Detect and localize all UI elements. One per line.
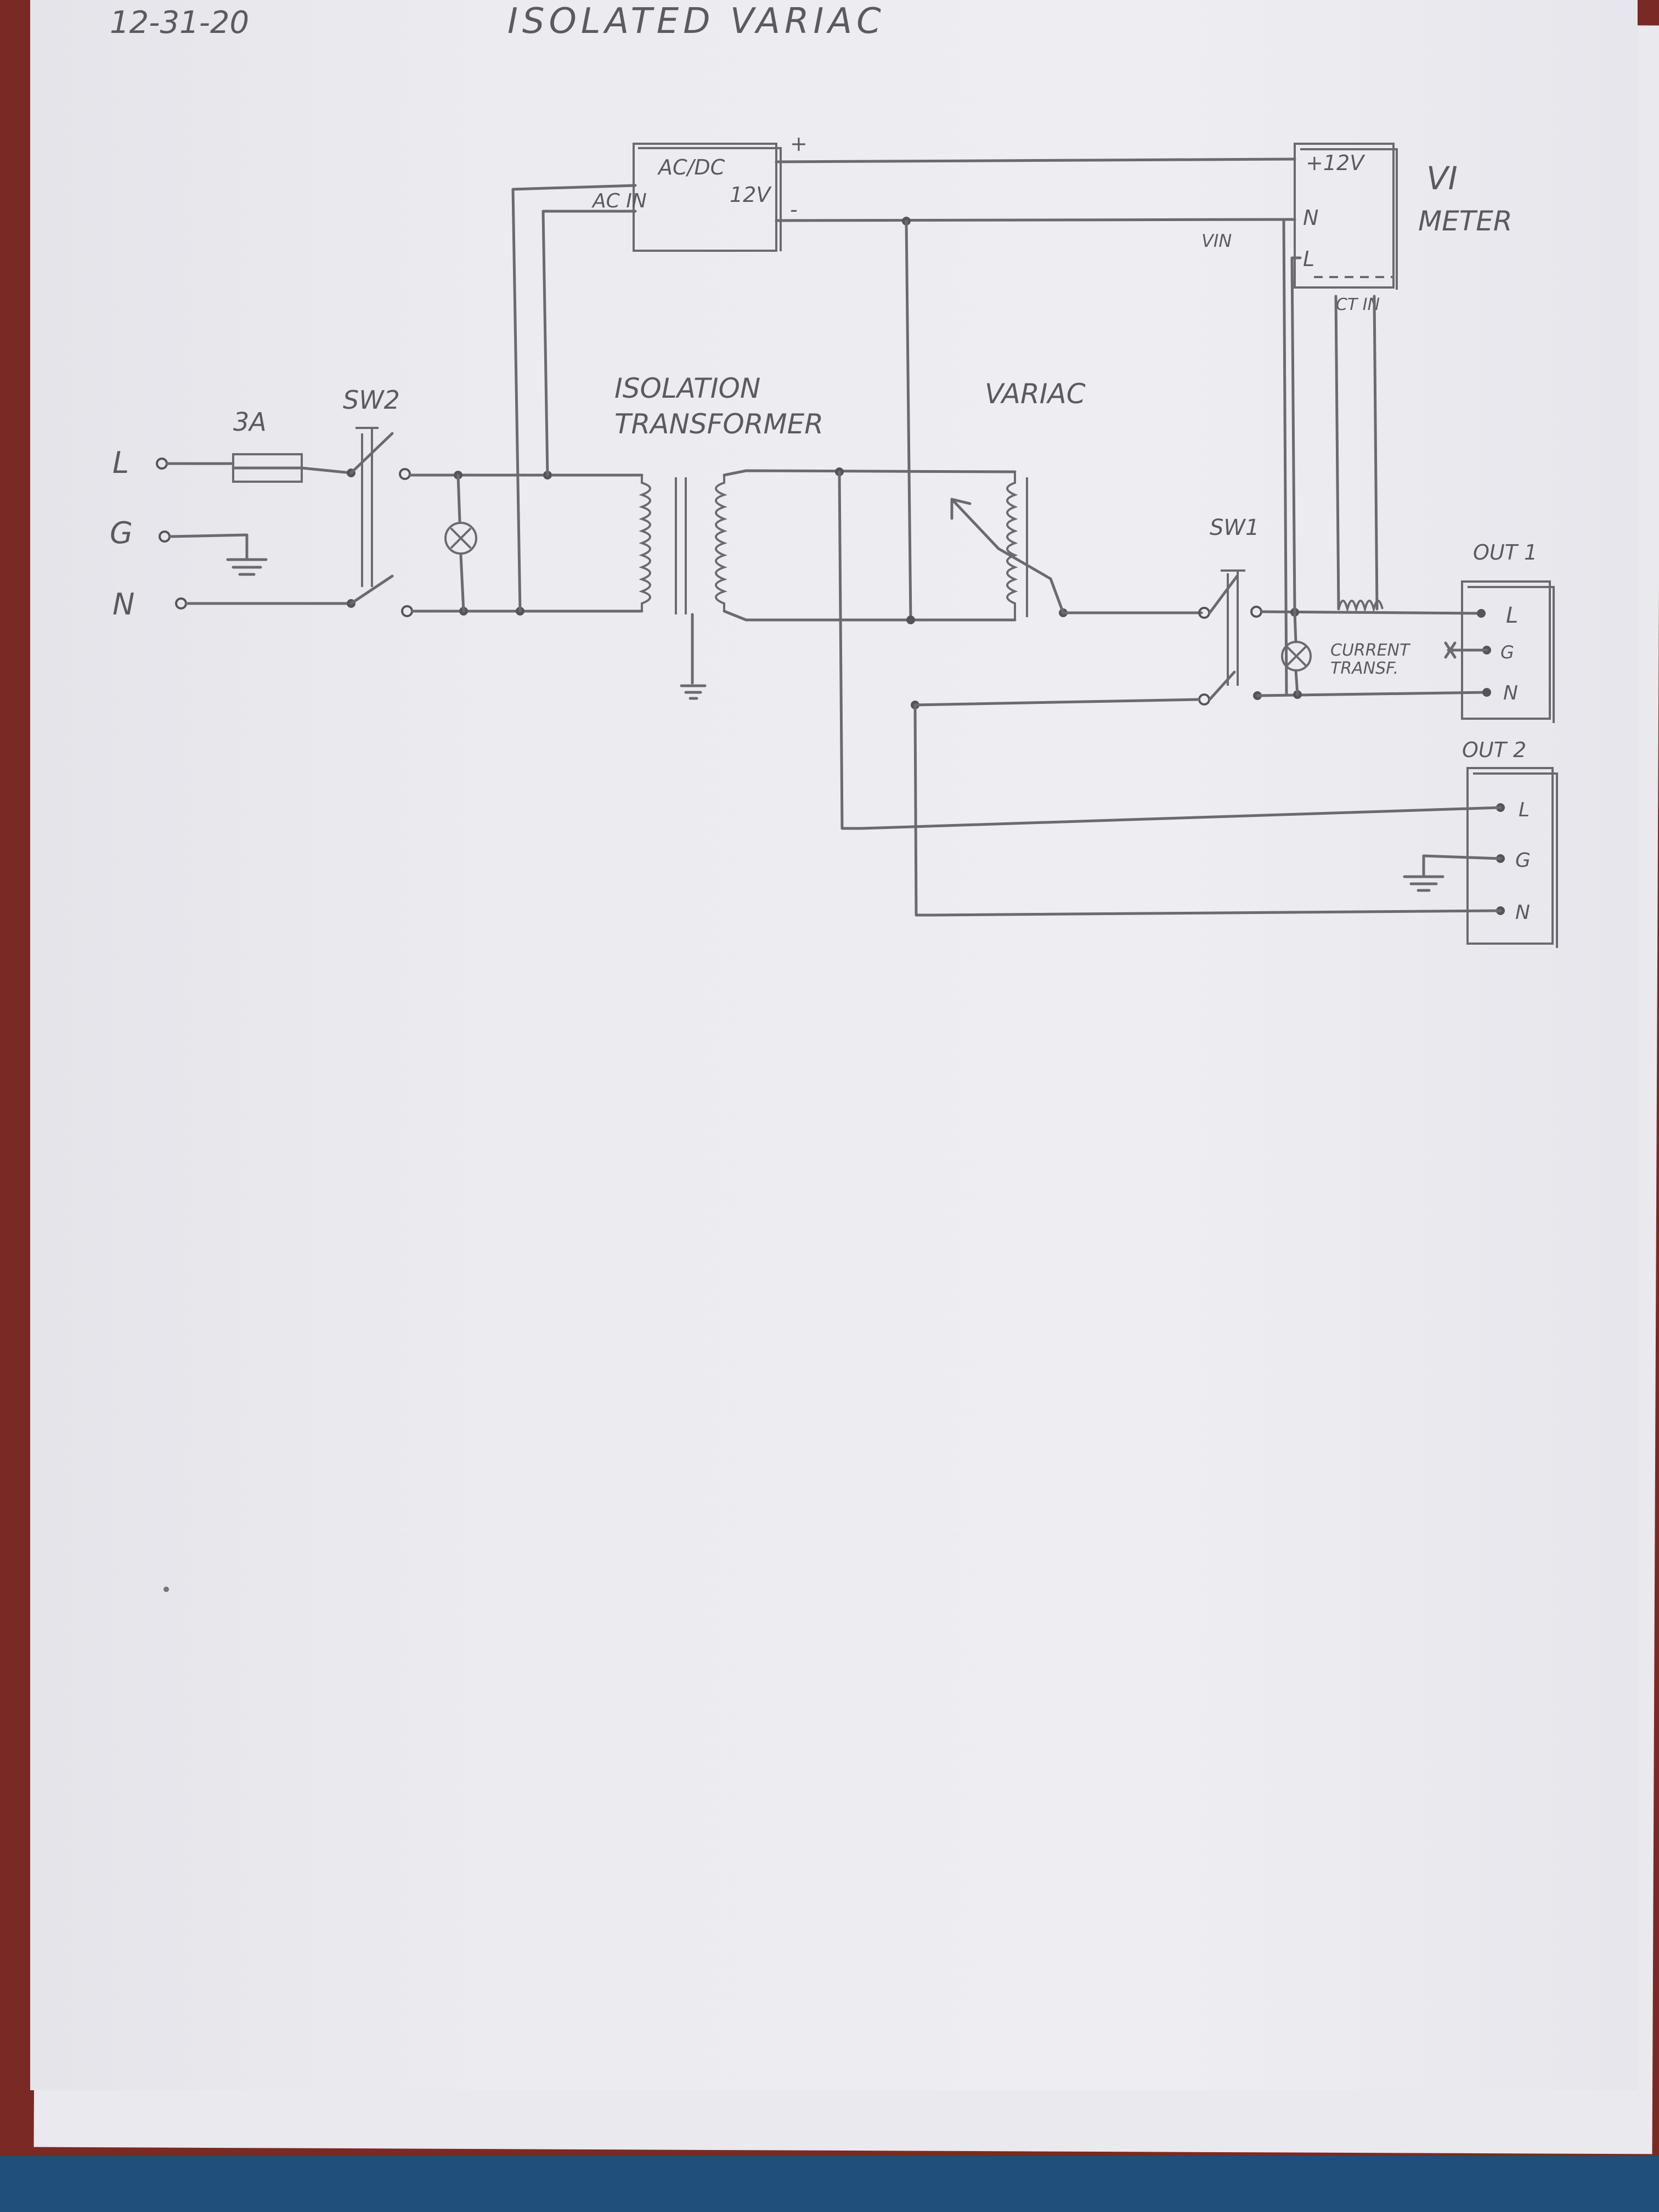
fuse-label: 3A: [233, 407, 267, 437]
date-label: 12-31-20: [110, 5, 249, 41]
variac-label: VARIAC: [985, 378, 1086, 410]
input-ground-symbol: [226, 558, 268, 576]
out2-n-label: N: [1515, 901, 1530, 924]
out2-box: [1466, 767, 1554, 945]
current-transformer-label-1: CURRENT: [1330, 641, 1411, 660]
iso-transformer-label-1: ISOLATION: [614, 373, 760, 404]
out2-neutral-wire: [913, 703, 1502, 917]
current-transformer-label-2: TRANSF.: [1330, 659, 1398, 678]
input-ground-label: G: [110, 516, 133, 550]
variac-coil: [1006, 472, 1018, 620]
input-indicator-lamp: [444, 522, 477, 555]
input-ground-terminal: [159, 531, 171, 543]
out2-label: OUT 2: [1462, 738, 1526, 762]
sw1-mechanical-link: [1221, 569, 1245, 686]
out2-l-label: L: [1519, 799, 1530, 821]
iso-core: [675, 477, 687, 614]
desk-surface: [0, 2156, 1659, 2212]
iso-ground-symbol: [680, 684, 707, 700]
iso-secondary-coil: [715, 475, 727, 611]
input-neutral-terminal: [175, 597, 187, 610]
out2-line-wire: [838, 470, 1502, 830]
acdc-output-label: 12V: [730, 183, 772, 207]
meter-12v-pin-label: +12V: [1306, 151, 1365, 175]
out1-label: OUT 1: [1473, 540, 1537, 565]
paper-sheet: [30, 0, 1638, 2090]
acdc-plus-label: +: [790, 132, 808, 156]
sw1-blades: [1208, 574, 1239, 701]
ct-sense-wires: [1334, 295, 1379, 611]
out1-n-label: N: [1503, 682, 1518, 704]
page-title: ISOLATED VARIAC: [507, 1, 885, 42]
out2-g-label: G: [1515, 849, 1531, 872]
meter-l-pin-label: L: [1303, 247, 1314, 271]
acdc-module-box: [633, 143, 777, 252]
meter-title-2: METER: [1418, 205, 1513, 237]
out1-g-label: G: [1500, 642, 1514, 663]
acdc-title: AC/DC: [657, 155, 725, 179]
meter-vin-label: VIN: [1201, 230, 1232, 251]
current-transformer-coil: [1338, 600, 1384, 613]
iso-transformer-label-2: TRANSFORMER: [614, 408, 823, 440]
acdc-minus-label: -: [790, 198, 798, 222]
sw1-label: SW1: [1210, 515, 1259, 540]
input-neutral-label: N: [112, 587, 134, 622]
sw2-mechanical-link: [356, 427, 379, 587]
output-indicator-lamp: [1281, 641, 1312, 672]
meter-ct-label: CT IN: [1336, 295, 1380, 314]
meter-title-1: VI: [1426, 160, 1458, 197]
out1-l-label: L: [1506, 603, 1518, 628]
acdc-input-label: AC IN: [591, 190, 647, 212]
vi-meter-box: [1294, 143, 1395, 289]
input-line-terminal: [156, 458, 168, 470]
meter-n-pin-label: N: [1303, 206, 1318, 230]
sw2-label: SW2: [343, 385, 400, 415]
iso-primary-coil: [639, 475, 651, 611]
out2-ground-symbol: [1403, 875, 1444, 892]
variac-wiper-arrow: [950, 498, 1052, 580]
out1-ground-unconnected: [1444, 641, 1488, 659]
input-line-label: L: [112, 445, 129, 480]
